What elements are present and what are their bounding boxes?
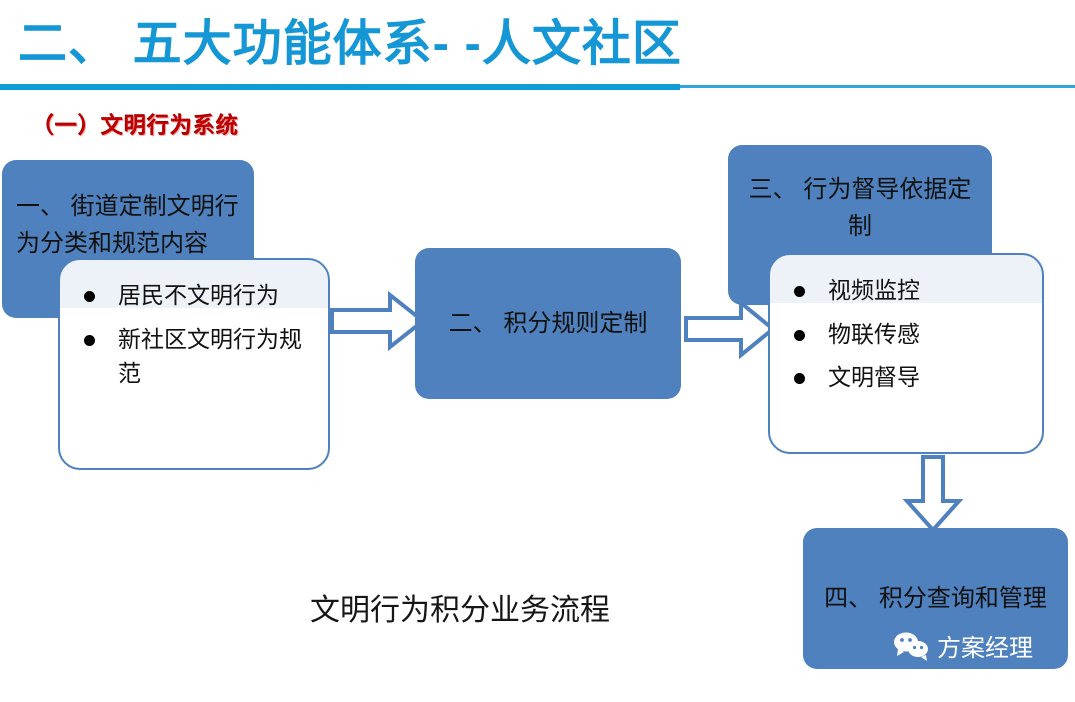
flow-step-3-label-line2: 制 [848,213,872,241]
flow-step-3-label-wrapper: 三、 行为督导依据定 制 [742,171,978,245]
callout-list: 居民不文明行为 新社区文明行为规范 [60,260,328,391]
flow-step-3-callout: 视频监控 物联传感 文明督导 [768,253,1044,454]
flow-step-1-callout: 居民不文明行为 新社区文明行为规范 [58,258,330,470]
bullet-icon [794,286,805,297]
flow-step-4-box[interactable]: 四、 积分查询和管理 [803,528,1068,669]
flow-step-4-label: 四、 积分查询和管理 [824,584,1047,612]
bullet-icon [794,373,805,385]
bullet-icon [84,291,95,302]
wechat-icon [893,631,929,661]
arrow-right-icon [684,298,777,360]
wechat-glyph [894,632,928,661]
list-item: 物联传感 [788,317,1028,353]
arrow-right-glyph [684,298,777,360]
list-item-label: 物联传感 [828,320,920,347]
list-item: 新社区文明行为规范 [78,322,314,391]
list-item: 居民不文明行为 [78,278,314,314]
arrow-down-icon [901,455,965,533]
arrow-down-glyph [902,455,964,533]
watermark: 方案经理 [893,628,1033,663]
section-subtitle: （一）文明行为系统 [32,113,240,138]
arrow-right-icon [330,290,427,352]
flow-step-2-label: 二、 积分规则定制 [448,309,648,337]
list-item: 文明督导 [788,360,1028,396]
watermark-label: 方案经理 [937,635,1033,662]
flow-step-1-label: 一、 街道定制文明行为分类和规范内容 [16,193,239,258]
list-item: 视频监控 [788,273,1028,309]
flow-caption: 文明行为积分业务流程 [310,594,610,627]
flow-step-2-box[interactable]: 二、 积分规则定制 [415,248,681,399]
list-item-label: 文明督导 [828,364,920,391]
list-item-label: 视频监控 [828,277,920,303]
callout-list: 视频监控 物联传感 文明督导 [770,255,1042,396]
list-item-label: 新社区文明行为规范 [118,325,302,387]
bullet-icon [794,329,805,341]
list-item-label: 居民不文明行为 [118,282,279,308]
flow-step-3-label-line1: 三、 行为督导依据定 [748,176,972,203]
arrow-right-glyph [330,290,427,352]
bullet-icon [84,334,95,346]
title-divider-thick [0,84,680,90]
page-title: 二、 五大功能体系- -人文社区 [18,17,682,71]
